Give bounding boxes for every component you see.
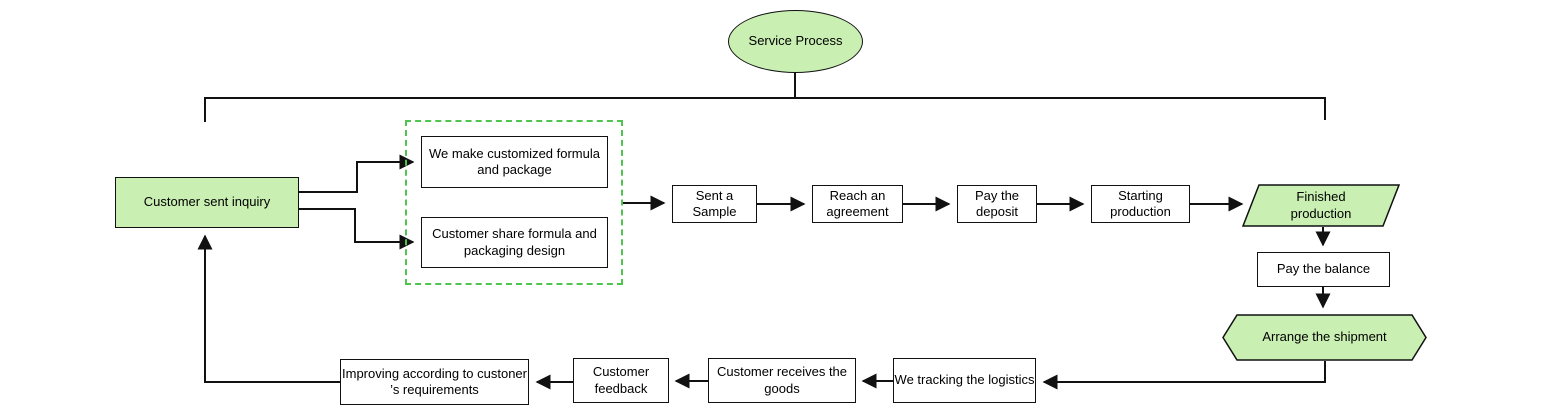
node-customer-receives-label: Customer receives the goods xyxy=(716,364,848,396)
connector-top-rail xyxy=(204,97,1326,122)
node-pay-deposit: Pay the deposit xyxy=(957,185,1037,223)
connector-inquiry-to-share-formula xyxy=(298,208,415,250)
node-tracking-logistics-label: We tracking the logistics xyxy=(894,372,1035,388)
node-service-process: Service Process xyxy=(728,10,863,73)
node-reach-agreement: Reach an agreement xyxy=(812,185,903,223)
connector-shipment-to-tracking xyxy=(1042,361,1326,390)
node-share-formula-label: Customer share formula and packaging des… xyxy=(432,226,597,258)
node-customer-inquiry-label: Customer sent inquiry xyxy=(143,194,271,210)
connector-inquiry-to-make-formula xyxy=(298,154,415,193)
options-group xyxy=(405,120,623,285)
node-pay-deposit-label: Pay the deposit xyxy=(974,187,1020,219)
node-customer-inquiry: Customer sent inquiry xyxy=(115,177,299,228)
node-arrange-shipment-label: Arrange the shipment xyxy=(1262,329,1387,345)
node-pay-balance-label: Pay the balance xyxy=(1276,261,1371,277)
node-customer-feedback-label: Customer feedback xyxy=(592,364,650,396)
node-customer-receives: Customer receives the goods xyxy=(708,358,856,403)
hexagon-shape xyxy=(1222,314,1427,361)
node-share-formula: Customer share formula and packaging des… xyxy=(421,217,608,268)
node-improving-label: Improving according to custoner ’s requi… xyxy=(342,365,527,397)
node-finished-production: Finished production xyxy=(1242,184,1400,227)
node-customer-feedback: Customer feedback xyxy=(573,358,669,403)
node-reach-agreement-label: Reach an agreement xyxy=(826,187,889,219)
node-pay-balance: Pay the balance xyxy=(1257,252,1390,287)
node-starting-production: Starting production xyxy=(1091,185,1190,223)
node-starting-production-label: Starting production xyxy=(1110,187,1171,219)
node-arrange-shipment: Arrange the shipment xyxy=(1222,314,1427,361)
node-sent-sample-label: Sent a Sample xyxy=(692,187,737,219)
node-tracking-logistics: We tracking the logistics xyxy=(893,358,1036,403)
parallelogram-shape xyxy=(1242,184,1400,227)
node-improving: Improving according to custoner ’s requi… xyxy=(340,359,529,405)
node-sent-sample: Sent a Sample xyxy=(672,185,757,223)
node-finished-production-label: Finished production xyxy=(1290,189,1352,221)
connector-improving-to-inquiry xyxy=(197,234,340,383)
node-service-process-label: Service Process xyxy=(748,33,843,49)
node-make-formula-label: We make customized formula and package xyxy=(429,145,600,177)
node-make-formula: We make customized formula and package xyxy=(421,136,608,188)
